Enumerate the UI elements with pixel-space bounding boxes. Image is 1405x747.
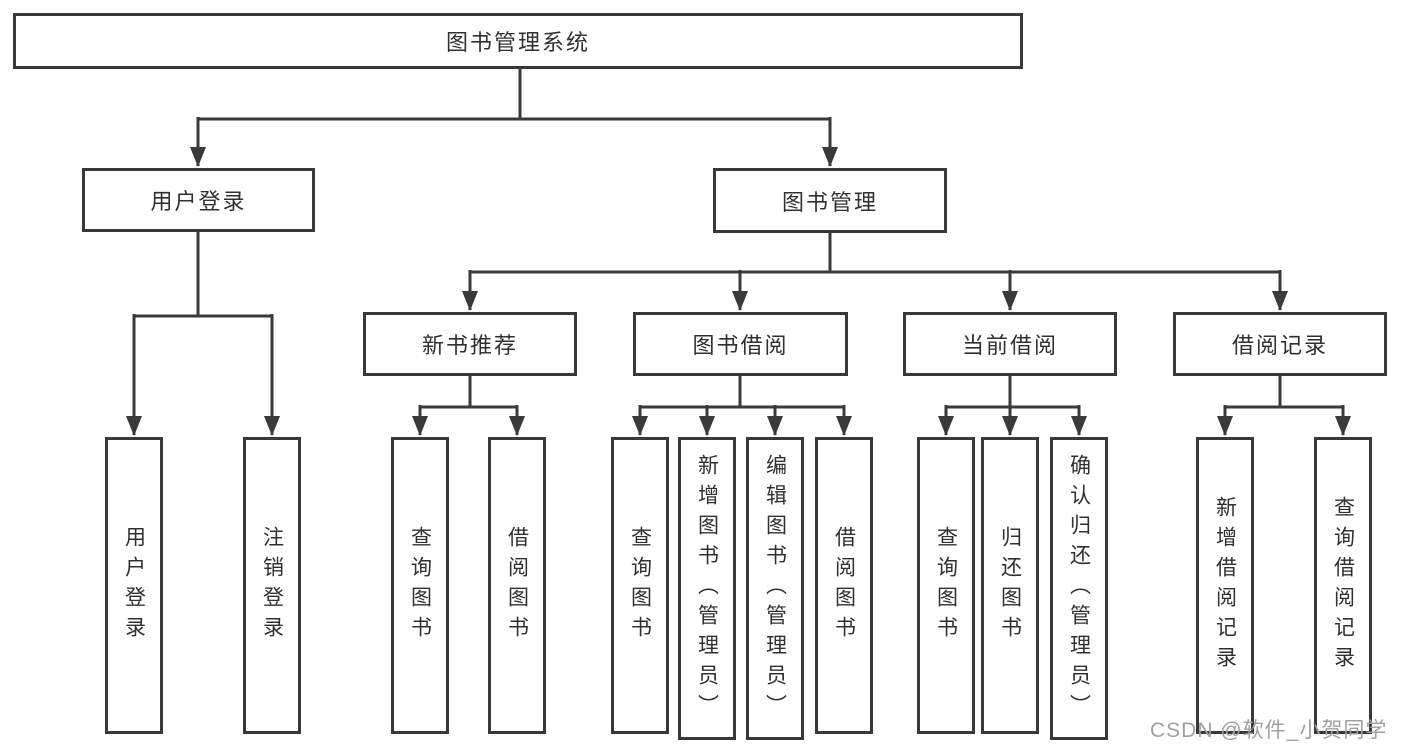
node-current-borrowing: 当前借阅 [903,312,1117,376]
leaf-query-books-2-label: 查询图书 [628,525,652,646]
node-new-book-recommend-label: 新书推荐 [421,333,518,358]
node-borrowing-records: 借阅记录 [1173,312,1387,376]
leaf-return-book-label: 归还图书 [998,525,1022,646]
leaf-query-books-3-label: 查询图书 [934,525,958,646]
node-user-login: 用户登录 [82,168,315,232]
connector-user-login-to-leaves [126,232,280,436]
connector-new-book-rec-to-leaves [412,376,525,436]
connector-book-borrow-to-leaves [632,376,852,436]
leaf-query-books-1: 查询图书 [391,437,449,734]
node-current-borrowing-label: 当前借阅 [961,333,1058,358]
leaf-borrow-books-1: 借阅图书 [488,437,546,734]
leaf-add-book-admin-label: 新增图书（管理员） [695,453,719,724]
node-book-borrowing-label: 图书借阅 [692,333,789,358]
leaf-add-borrow-record-label: 新增借阅记录 [1213,495,1237,676]
leaf-add-borrow-record: 新增借阅记录 [1196,437,1254,734]
leaf-borrow-books-2: 借阅图书 [815,437,873,734]
leaf-logout: 注销登录 [243,437,301,734]
leaf-query-books-3: 查询图书 [917,437,975,734]
leaf-query-books-1-label: 查询图书 [408,525,432,646]
leaf-edit-book-admin-label: 编辑图书（管理员） [763,453,787,724]
connector-current-borrow-to-leaves [938,376,1087,436]
node-book-borrowing: 图书借阅 [633,312,848,376]
leaf-add-book-admin: 新增图书（管理员） [678,437,736,740]
leaf-return-book: 归还图书 [981,437,1039,734]
node-book-management-label: 图书管理 [781,189,878,215]
node-root-label: 图书管理系统 [445,30,590,55]
node-root-library-system: 图书管理系统 [13,13,1023,69]
leaf-borrow-books-2-label: 借阅图书 [832,525,856,646]
connector-root-to-level2 [190,69,838,167]
leaf-query-borrow-record: 查询借阅记录 [1314,437,1372,734]
node-new-book-recommend: 新书推荐 [363,312,577,376]
leaf-user-login-label: 用户登录 [122,525,146,646]
leaf-logout-label: 注销登录 [260,525,284,646]
leaf-query-borrow-record-label: 查询借阅记录 [1331,495,1355,676]
csdn-watermark: CSDN @软件_小贺同学 [1150,719,1388,742]
node-borrowing-records-label: 借阅记录 [1231,333,1328,358]
leaf-edit-book-admin: 编辑图书（管理员） [746,437,804,740]
leaf-confirm-return-admin: 确认归还（管理员） [1050,437,1108,740]
node-user-login-label: 用户登录 [150,189,247,214]
leaf-query-books-2: 查询图书 [611,437,669,734]
leaf-confirm-return-admin-label: 确认归还（管理员） [1067,453,1091,724]
leaf-user-login: 用户登录 [105,437,163,734]
leaf-borrow-books-1-label: 借阅图书 [505,525,529,646]
connector-book-mgmt-to-level3 [462,233,1288,311]
node-book-management: 图书管理 [713,168,947,233]
connector-borrow-records-to-leaves [1217,376,1351,436]
